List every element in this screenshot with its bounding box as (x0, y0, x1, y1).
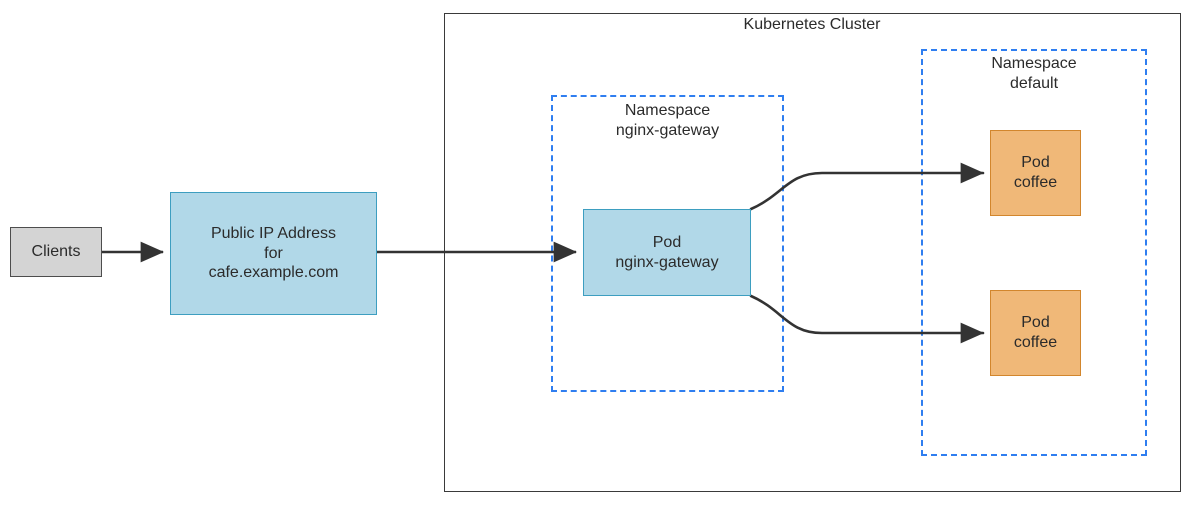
namespace-label-nginx-gateway: Namespace nginx-gateway (615, 102, 720, 139)
node-pod-coffee-top-label: Pod coffee (1013, 154, 1058, 191)
node-clients-label: Clients (31, 243, 81, 261)
node-pod-coffee-bottom[interactable]: Pod coffee (990, 290, 1081, 376)
namespace-box-nginx-gateway (551, 95, 784, 392)
node-pod-nginx-gateway[interactable]: Pod nginx-gateway (583, 209, 751, 296)
namespace-label-default: Namespace default (991, 55, 1077, 92)
node-public-ip-address[interactable]: Public IP Address for cafe.example.com (170, 192, 377, 315)
node-pod-coffee-bottom-label: Pod coffee (1013, 314, 1058, 351)
node-public-ip-address-label: Public IP Address for cafe.example.com (208, 225, 339, 282)
node-pod-nginx-gateway-label: Pod nginx-gateway (615, 233, 719, 271)
cluster-title: Kubernetes Cluster (743, 16, 881, 33)
namespace-box-default (921, 49, 1147, 456)
node-clients[interactable]: Clients (10, 227, 102, 277)
node-pod-coffee-top[interactable]: Pod coffee (990, 130, 1081, 216)
